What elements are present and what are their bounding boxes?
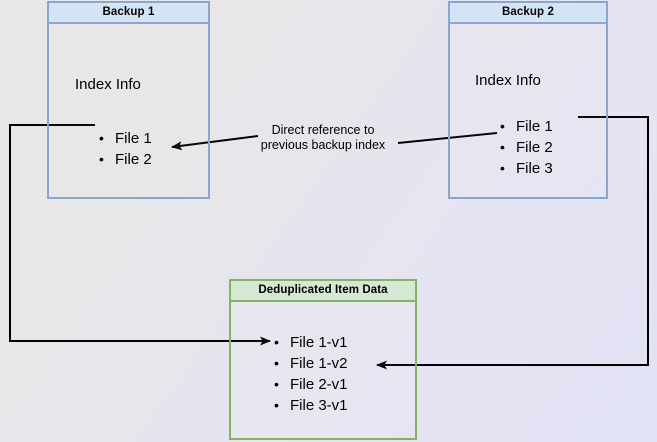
backup-1-index-info-label: Index Info <box>75 76 141 93</box>
backup-2-file-list: File 1 File 2 File 3 <box>500 116 553 179</box>
node-dedup-body: File 1-v1 File 1-v2 File 2-v1 File 3-v1 <box>231 302 415 438</box>
list-item: File 2 <box>99 149 152 170</box>
node-backup-2-body: Index Info File 1 File 2 File 3 <box>450 24 606 197</box>
backup-1-file-list: File 1 File 2 <box>99 128 152 170</box>
edge-label-direct-reference: Direct reference to previous backup inde… <box>260 123 386 152</box>
node-deduplicated-item-data[interactable]: Deduplicated Item Data File 1-v1 File 1-… <box>229 279 417 440</box>
edge-backup2-to-dedup <box>376 116 649 370</box>
backup-2-index-info-label: Index Info <box>475 72 541 89</box>
node-backup-1-header: Backup 1 <box>49 3 208 24</box>
list-item: File 1 <box>99 128 152 149</box>
dedup-file-list: File 1-v1 File 1-v2 File 2-v1 File 3-v1 <box>274 332 348 416</box>
list-item: File 1-v2 <box>274 353 348 374</box>
edge-backup1-to-dedup <box>9 124 271 346</box>
node-backup-1[interactable]: Backup 1 Index Info File 1 File 2 <box>47 1 210 199</box>
list-item: File 1 <box>500 116 553 137</box>
node-backup-1-body: Index Info File 1 File 2 <box>49 24 208 197</box>
node-backup-2-header: Backup 2 <box>450 3 606 24</box>
node-backup-2[interactable]: Backup 2 Index Info File 1 File 2 File 3 <box>448 1 608 199</box>
edge-label-to-backup1 <box>171 135 259 151</box>
list-item: File 2 <box>500 137 553 158</box>
list-item: File 2-v1 <box>274 374 348 395</box>
list-item: File 3 <box>500 158 553 179</box>
list-item: File 1-v1 <box>274 332 348 353</box>
node-dedup-header: Deduplicated Item Data <box>231 281 415 302</box>
list-item: File 3-v1 <box>274 395 348 416</box>
edge-backup2-to-label <box>397 132 498 144</box>
